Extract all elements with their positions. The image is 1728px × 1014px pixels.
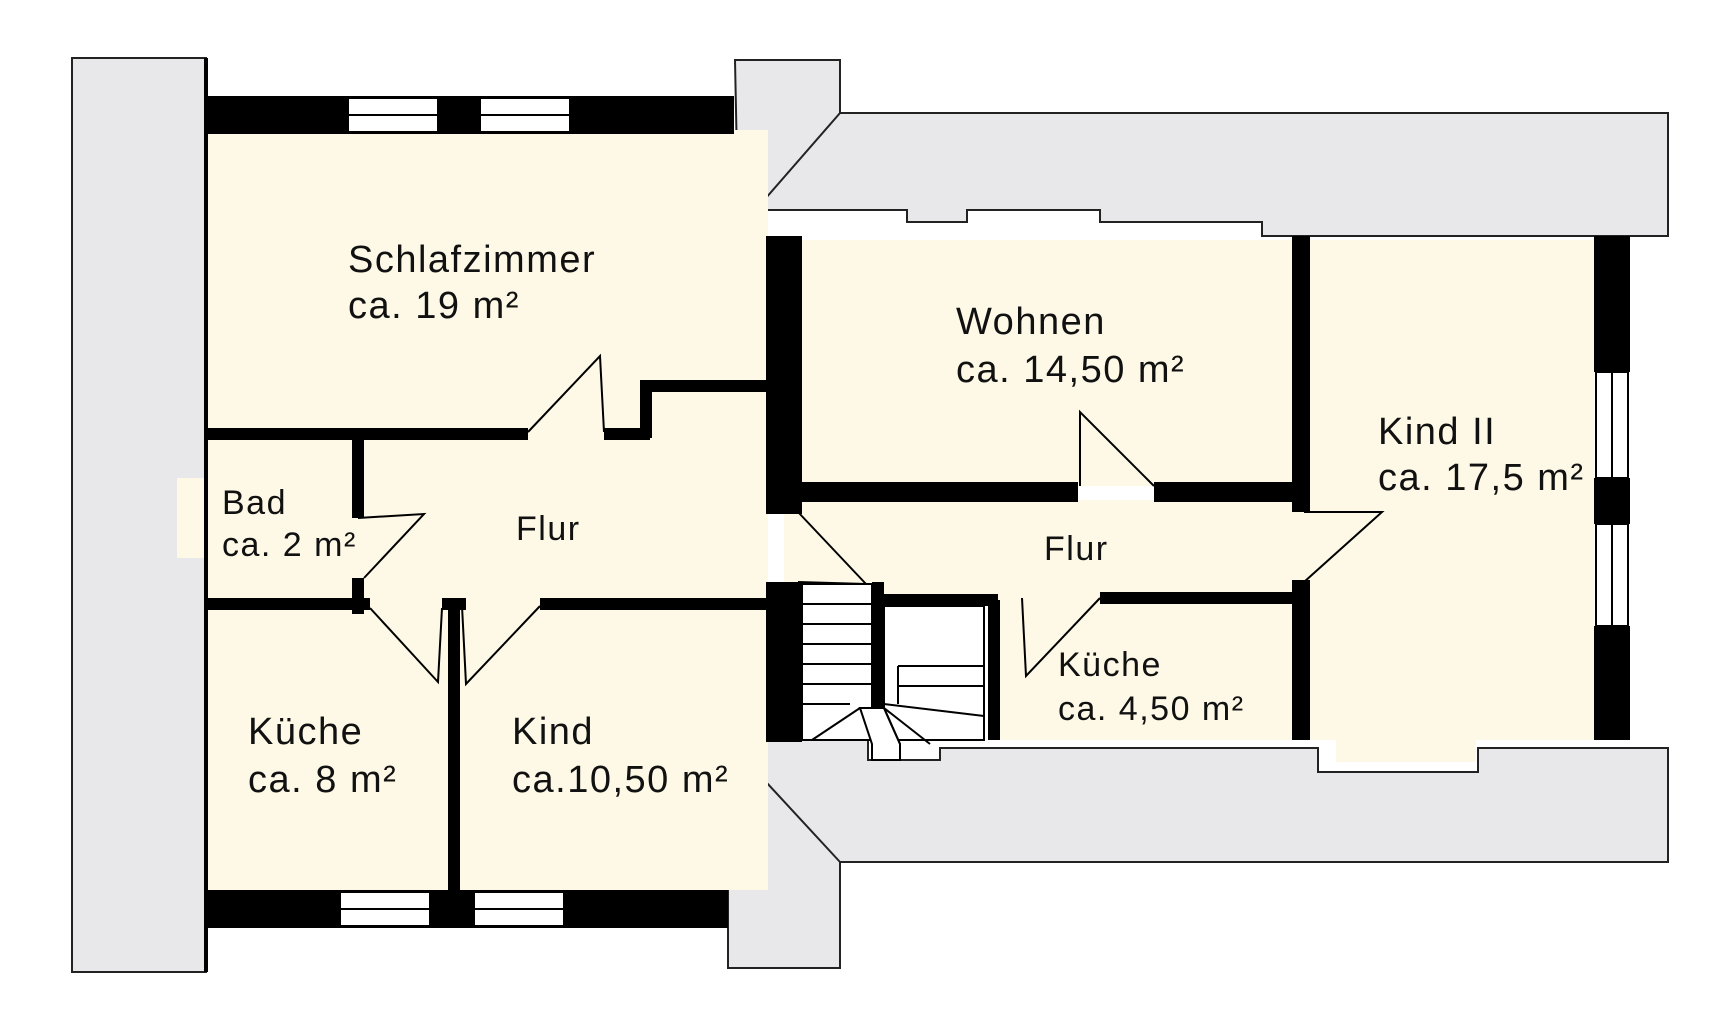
floor-wohnen: [802, 240, 1294, 486]
roof-bottom-right: [727, 739, 1669, 969]
room-name-bad: Bad: [222, 484, 287, 522]
room-area-kueche-left: ca. 8 m²: [248, 759, 397, 801]
room-name-wohnen: Wohnen: [956, 301, 1106, 343]
wall-left-outer: [204, 58, 208, 972]
wall-kueche-right-top: [1100, 592, 1310, 604]
door-kueche-left: [369, 607, 443, 685]
room-area-wohnen: ca. 14,50 m²: [956, 349, 1185, 391]
wall-wohnen-right: [1292, 236, 1310, 512]
room-name-kueche-left: Küche: [248, 711, 363, 753]
stair-lower-run: [883, 605, 985, 741]
roof-top-right: [733, 59, 1669, 237]
wall-stair-top: [872, 594, 998, 606]
door-kind: [461, 605, 541, 687]
door-wohnen: [1079, 409, 1155, 487]
wall-top-left: [206, 96, 734, 134]
wall-kind2-right-2: [1594, 478, 1630, 524]
wall-schlaf-bottom: [206, 428, 528, 440]
wall-kueche-top: [206, 598, 370, 610]
room-area-kind: ca.10,50 m²: [512, 759, 729, 801]
wall-schlaf-step-1: [604, 428, 650, 440]
room-area-kueche-right: ca. 4,50 m²: [1058, 690, 1245, 728]
door-schlafzimmer: [527, 353, 605, 433]
room-name-kueche-right: Küche: [1058, 646, 1162, 684]
room-area-schlafzimmer: ca. 19 m²: [348, 285, 520, 327]
floor-kind-2: [1310, 240, 1594, 740]
walls: [204, 58, 1630, 972]
wall-kueche-right-left: [988, 600, 1000, 740]
staircase: [801, 583, 985, 761]
room-name-flur-right: Flur: [1044, 530, 1109, 568]
room-floors: [177, 130, 1594, 890]
room-area-bad: ca. 2 m²: [222, 526, 357, 564]
floor-kind-2-bay: [1336, 738, 1476, 762]
wall-schlaf-step-2: [640, 380, 652, 438]
room-name-kind-2: Kind II: [1378, 411, 1496, 453]
windows: [339, 97, 1629, 927]
door-bad: [357, 512, 427, 579]
wall-central-lower: [766, 582, 802, 742]
room-name-flur-left: Flur: [516, 510, 581, 548]
wall-wohnen-bottom-left: [802, 482, 1078, 502]
wall-kind2-right-3: [1594, 626, 1630, 740]
floor-bad-niche: [177, 478, 209, 558]
wall-wohnen-bottom-right: [1154, 482, 1294, 502]
floor-kueche-right: [998, 604, 1296, 740]
wall-central-upper: [766, 236, 802, 514]
room-area-kind-2: ca. 17,5 m²: [1378, 457, 1585, 499]
door-kind-2: [1303, 511, 1385, 583]
wall-kind2-right-1: [1594, 236, 1630, 372]
wall-bottom-left: [206, 890, 728, 928]
wall-stair-divider: [872, 582, 884, 740]
room-labels: Schlafzimmer ca. 19 m² Bad ca. 2 m² Flur…: [222, 239, 1585, 801]
wall-kind-top: [540, 598, 768, 610]
wall-bad-right-top: [352, 440, 364, 518]
wall-schlaf-step-3: [640, 380, 770, 392]
wall-kind2-left-lower: [1292, 580, 1310, 740]
door-kueche-right: [1021, 597, 1101, 679]
floor-left-wing: [206, 130, 768, 890]
wall-kueche-kind-divider: [448, 604, 460, 890]
room-name-schlafzimmer: Schlafzimmer: [348, 239, 596, 281]
stair-upper-run: [801, 583, 873, 741]
room-name-kind: Kind: [512, 711, 594, 753]
